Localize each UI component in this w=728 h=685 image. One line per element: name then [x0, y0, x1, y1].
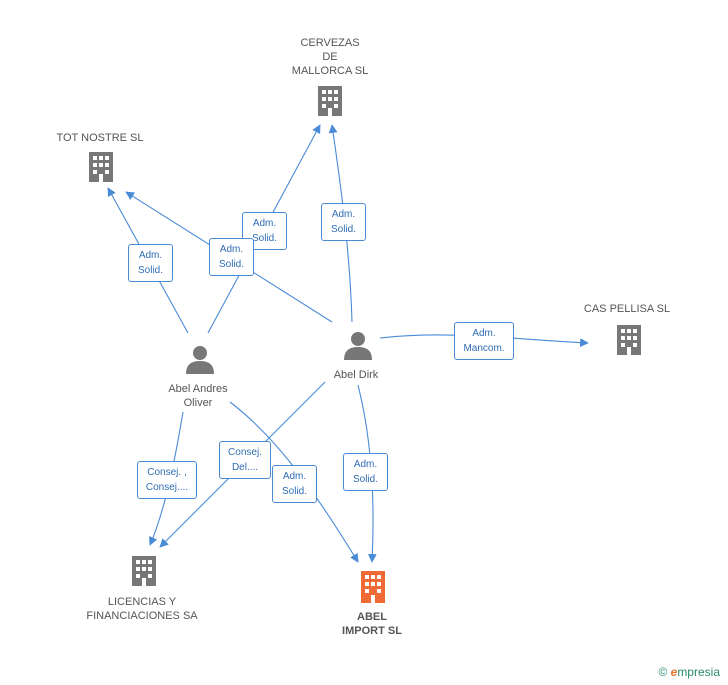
company-label-cas-pellisa: CAS PELLISA SL: [583, 303, 671, 315]
person-label-abel-dirk: Abel Dirk: [333, 369, 379, 381]
edge-badge: Adm. Solid.: [321, 203, 366, 241]
edge-badge: Adm. Solid.: [343, 453, 388, 491]
company-label-tot-nostre: TOT NOSTRE SL: [56, 132, 144, 144]
edge-badge: Adm. Solid.: [128, 244, 173, 282]
edge-badge: Consej. , Consej....: [137, 461, 197, 499]
copyright-icon: ©: [658, 665, 668, 679]
person-icon: [186, 346, 214, 374]
company-label-cervezas: CERVEZAS DE MALLORCA SL: [291, 37, 369, 77]
edge-badge: Adm. Solid.: [209, 238, 254, 276]
brand-name: mpresia: [677, 665, 720, 679]
brand-logo: © empresia: [658, 665, 720, 679]
edge-badge: Adm. Solid.: [272, 465, 317, 503]
building-icon: [89, 152, 113, 182]
building-icon: [318, 86, 342, 116]
person-icon: [344, 332, 372, 360]
company-label-licencias: LICENCIAS Y FINANCIACIONES SA: [86, 596, 198, 622]
person-label-abel-andres: Abel Andres Oliver: [168, 383, 228, 409]
edge-badge: Adm. Mancom.: [454, 322, 514, 360]
brand-initial: e: [670, 665, 678, 679]
building-icon-highlighted: [361, 571, 385, 603]
building-icon: [617, 325, 641, 355]
building-icon: [132, 556, 156, 586]
company-label-abel-import: ABEL IMPORT SL: [342, 611, 402, 637]
edge-badge: Consej. Del....: [219, 441, 271, 479]
